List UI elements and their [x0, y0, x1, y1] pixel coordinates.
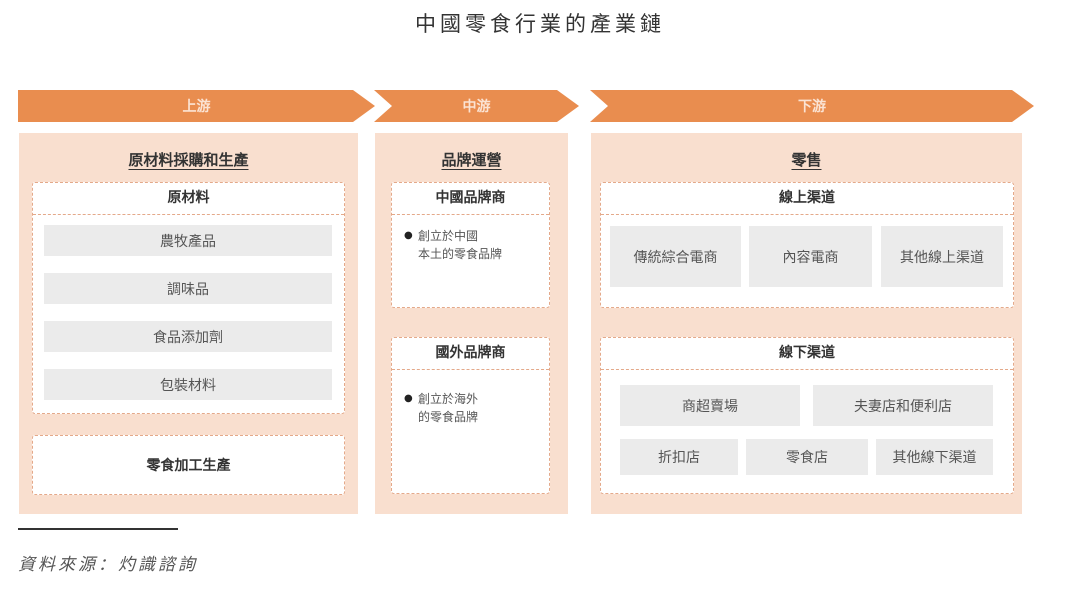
online-channels-box: 線上渠道 傳統綜合電商 內容電商 其他線上渠道: [600, 182, 1014, 308]
raw-material-item: 食品添加劑: [44, 321, 332, 352]
foreign-brands-box: 國外品牌商 ● 創立於海外 的零食品牌: [391, 337, 550, 494]
offline-channel-item: 零食店: [746, 439, 868, 475]
downstream-heading: 零售: [791, 151, 822, 169]
source-divider: [18, 528, 178, 530]
raw-materials-box: 原材料 農牧產品 調味品 食品添加劑 包裝材料: [32, 182, 345, 414]
processing-box: 零食加工生產: [32, 435, 345, 495]
online-channels-title: 線上渠道: [601, 183, 1013, 215]
offline-channel-item: 夫妻店和便利店: [813, 385, 993, 426]
online-channel-item: 其他線上渠道: [881, 226, 1003, 287]
stage-arrow-downstream: 下游: [590, 90, 1034, 122]
raw-materials-title: 原材料: [33, 183, 344, 215]
offline-channel-item: 其他線下渠道: [876, 439, 993, 475]
upstream-panel: 原材料採購和生產 原材料 農牧產品 調味品 食品添加劑 包裝材料 零食加工生產: [19, 133, 358, 514]
online-channel-item: 傳統綜合電商: [610, 226, 741, 287]
online-channel-item: 內容電商: [749, 226, 872, 287]
raw-material-item: 農牧產品: [44, 225, 332, 256]
raw-material-item: 包裝材料: [44, 369, 332, 400]
offline-channel-item: 商超賣場: [620, 385, 800, 426]
midstream-heading: 品牌運營: [441, 151, 502, 169]
downstream-panel: 零售 線上渠道 傳統綜合電商 內容電商 其他線上渠道 線下渠道 商超賣場 夫妻店…: [591, 133, 1022, 514]
processing-label: 零食加工生產: [146, 458, 231, 474]
stage-arrow-midstream: 中游: [374, 90, 579, 122]
source-note: 資料來源：灼識諮詢: [18, 555, 198, 575]
stage-arrow-upstream: 上游: [18, 90, 375, 122]
foreign-brands-title: 國外品牌商: [392, 338, 549, 370]
domestic-desc-line1: 創立於中國: [418, 229, 479, 243]
offline-channels-title: 線下渠道: [601, 338, 1013, 370]
midstream-panel: 品牌運營 中國品牌商 ● 創立於中國 本土的零食品牌 國外品牌商 ● 創立於海外…: [375, 133, 568, 514]
upstream-heading: 原材料採購和生產: [128, 151, 249, 169]
domestic-desc-line2: 本土的零食品牌: [418, 247, 503, 261]
foreign-desc-line1: 創立於海外: [418, 392, 479, 406]
foreign-desc-line2: 的零食品牌: [418, 410, 479, 424]
domestic-brands-title: 中國品牌商: [392, 183, 549, 215]
offline-channel-item: 折扣店: [620, 439, 738, 475]
diagram-title: 中國零食行業的產業鏈: [415, 12, 665, 36]
domestic-brands-box: 中國品牌商 ● 創立於中國 本土的零食品牌: [391, 182, 550, 308]
bullet-icon: ●: [404, 393, 413, 404]
bullet-icon: ●: [404, 230, 413, 241]
raw-material-item: 調味品: [44, 273, 332, 304]
offline-channels-box: 線下渠道 商超賣場 夫妻店和便利店 折扣店 零食店 其他線下渠道: [600, 337, 1014, 494]
